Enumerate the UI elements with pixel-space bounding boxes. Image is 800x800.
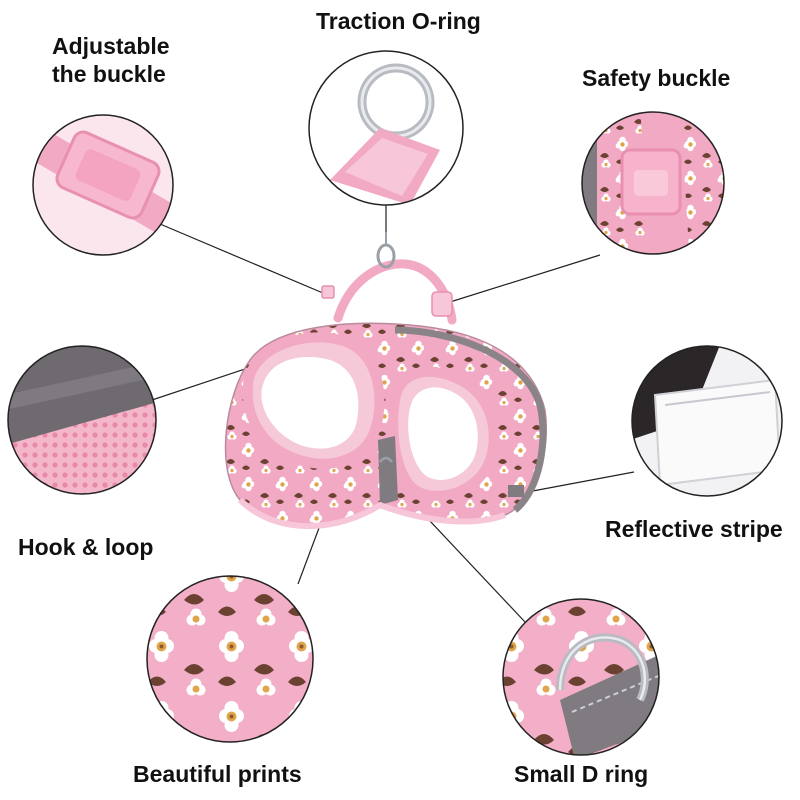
safety-buckle-detail [581,111,725,255]
safety-buckle-label: Safety buckle [582,65,731,91]
traction-ring-detail [308,50,464,206]
reflective-stripe-label: Reflective stripe [605,516,783,542]
hook-loop-detail [7,345,157,495]
beautiful-prints-label: Beautiful prints [133,761,302,787]
buckle-icon [55,130,161,220]
safety-buckle-icon [620,148,682,216]
harness-illustration [224,232,547,530]
traction-ring-label: Traction O-ring [316,8,481,34]
traction-ring-icon [376,232,396,269]
adjustable-buckle-label: Adjustable the buckle [52,33,170,87]
reflective-stripe-detail [631,345,783,497]
small-d-ring-detail [502,598,660,756]
small-d-ring-label: Small D ring [514,761,649,787]
hook-loop-label: Hook & loop [18,534,154,560]
d-ring-icon [556,633,649,702]
beautiful-prints-detail [146,575,314,743]
adjustable-buckle-detail [32,114,174,256]
